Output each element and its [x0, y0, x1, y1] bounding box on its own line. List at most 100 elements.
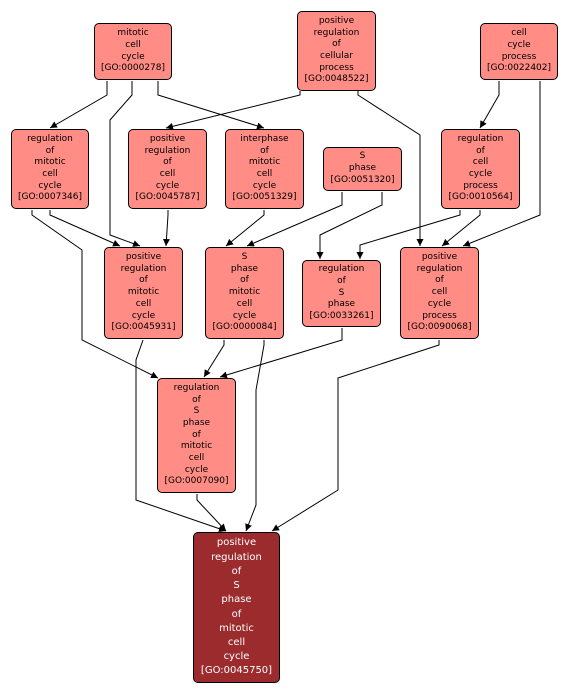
go-node-label-line: cycle: [155, 180, 180, 191]
go-node-label-line: regulation: [120, 263, 167, 274]
go-node-label-line: S: [233, 580, 240, 592]
edge-go-0010564-to-go-0033261: [356, 210, 461, 259]
go-node-label-line: regulation: [144, 145, 191, 156]
go-node-label-line: mitotic: [127, 287, 160, 298]
go-node-label-line: of: [240, 275, 249, 286]
go-node-label-line: cell: [472, 157, 489, 168]
go-node-label-line: S: [241, 252, 248, 263]
edge-go-0045787-to-go-0045931: [162, 210, 170, 247]
go-node-label-line: cycle: [38, 180, 62, 191]
go-node-label-line: mitotic: [219, 622, 254, 634]
go-node-label-line: mitotic: [117, 28, 149, 39]
go-node-label-line: process: [319, 62, 354, 73]
go-node-label-line: [GO:0000084]: [212, 322, 277, 333]
edge-go-0033261-to-go-0007090: [219, 328, 343, 379]
edge-go-0022402-to-go-0090068: [462, 81, 541, 247]
go-node-label-line: positive: [318, 15, 355, 26]
go-node-label-line: regulation: [27, 133, 73, 144]
go-node-label-line: cycle: [232, 310, 257, 321]
edge-go-0000278-to-go-0007346: [49, 81, 108, 129]
go-node-label-line: phase: [182, 417, 211, 428]
go-node-label-line: of: [332, 39, 341, 50]
go-node-label-line: phase: [348, 163, 377, 174]
go-node-label-line: S: [193, 406, 200, 417]
go-node-label-line: phase: [221, 594, 252, 606]
edge-go-0000278-to-go-0045931: [109, 81, 141, 247]
go-node-label-line: mitotic: [34, 157, 66, 168]
edge-go-0048522-to-go-0090068: [357, 91, 424, 246]
go-node-label-line: [GO:0000278]: [100, 63, 166, 74]
go-node-label-line: [GO:0022402]: [486, 63, 552, 74]
edge-go-0000084-to-go-0007090: [203, 340, 225, 378]
edge-go-0048522-to-go-0045787: [165, 91, 301, 130]
go-node-label-line: cell: [159, 169, 176, 179]
edge-go-0051329-to-go-0000084: [225, 210, 265, 247]
go-node-label-line: [GO:0051320]: [330, 174, 395, 185]
go-node-label-line: cell: [236, 298, 253, 309]
go-node-label-line: [GO:0051329]: [232, 192, 297, 203]
go-node-label-line: cell: [188, 453, 205, 464]
go-node-label-line: regulation: [318, 264, 365, 275]
edge-go-0007346-to-go-0007090: [31, 210, 159, 379]
go-node-label-line: of: [163, 157, 172, 168]
go-node-label-line: [GO:0045931]: [111, 322, 176, 333]
go-node-label-line: [GO:0010564]: [448, 192, 513, 203]
go-node-label-line: [GO:0007346]: [17, 192, 83, 203]
edge-go-0045931-to-go-0045750: [135, 339, 227, 533]
go-node-label-line: cell: [431, 287, 448, 298]
edge-go-0090068-to-go-0045750: [271, 340, 440, 532]
go-node-label-line: process: [463, 180, 498, 191]
go-node-label-line: cycle: [184, 464, 209, 475]
go-node-label-line: cycle: [252, 180, 277, 191]
go-node-label-line: of: [231, 565, 242, 577]
go-node-label-line: phase: [327, 299, 356, 310]
go-node-label-line: positive: [149, 133, 186, 144]
go-node-label-line: of: [192, 429, 201, 440]
go-node-label-line: positive: [421, 252, 458, 263]
go-node-label-line: regulation: [173, 382, 220, 393]
go-node-label-line: S: [359, 151, 366, 162]
go-node-label-line: cellular: [320, 51, 353, 61]
go-node-label-line: of: [337, 275, 346, 286]
edge-go-0051320-to-go-0033261: [316, 192, 383, 259]
go-node-label-line: of: [45, 145, 55, 156]
go-node-label-line: positive: [216, 537, 257, 549]
go-node-label-line: [GO:0045787]: [135, 192, 200, 203]
edge-go-0007090-to-go-0045750: [196, 494, 227, 532]
go-node-label-line: regulation: [211, 551, 262, 563]
go-node-label-line: cycle: [427, 298, 452, 309]
go-node-label-line: cell: [135, 298, 152, 309]
go-node-label-line: of: [435, 275, 444, 286]
go-node-label-line: mitotic: [180, 441, 213, 452]
go-node-label-line: S: [338, 287, 345, 298]
go-node-label-line: cell: [256, 169, 273, 179]
go-node-label-line: cycle: [121, 51, 145, 62]
edge-go-0022402-to-go-0010564: [479, 81, 500, 129]
edge-go-0000084-to-go-0045750: [245, 340, 265, 532]
go-node-label-line: cycle: [223, 651, 250, 663]
go-node-label-line: [GO:0007090]: [164, 476, 229, 487]
edge-go-0051320-to-go-0000084: [246, 192, 343, 247]
go-node-label-line: cycle: [468, 169, 493, 179]
go-node-label-line: phase: [230, 263, 259, 274]
go-node-label-line: [GO:0048522]: [304, 74, 369, 85]
go-node-label-line: of: [260, 145, 269, 156]
go-node-label-line: interphase: [240, 133, 289, 144]
go-node-label-line: [GO:0090068]: [407, 322, 472, 333]
